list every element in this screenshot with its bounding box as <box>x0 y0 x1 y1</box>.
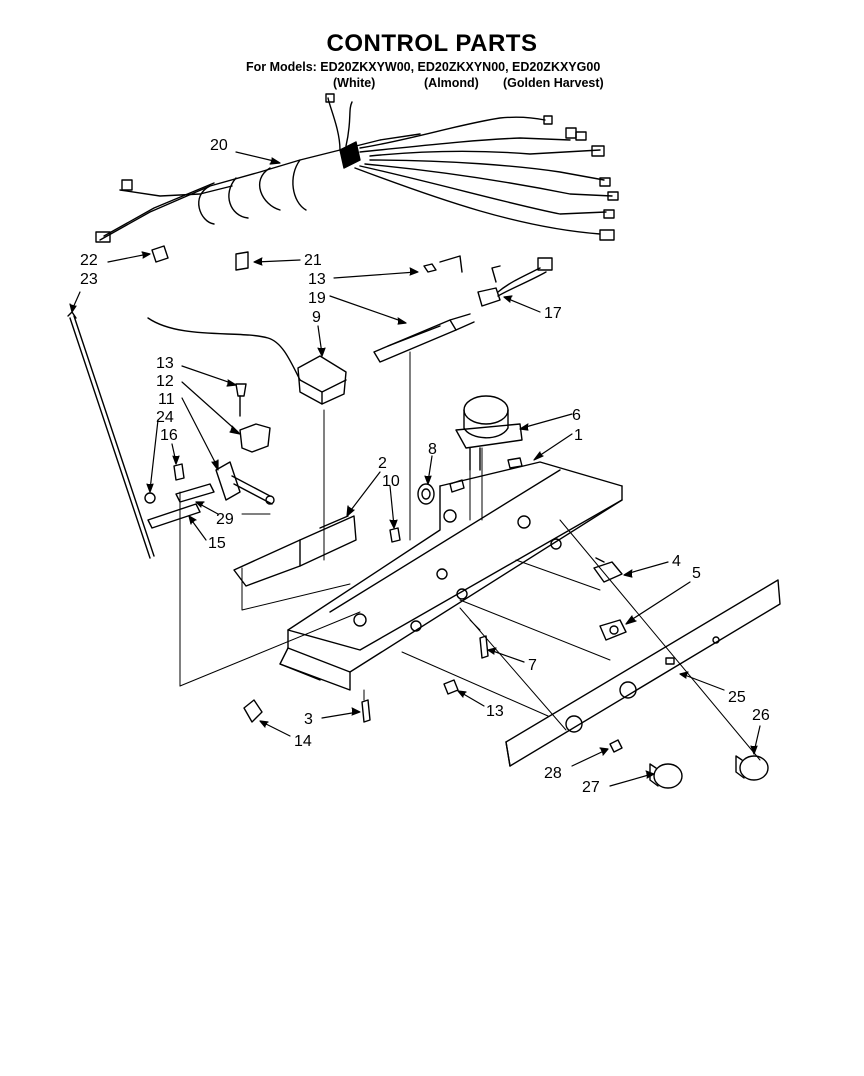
callout-4: 4 <box>672 553 681 570</box>
part-12-bracket <box>235 383 271 453</box>
callout-23: 23 <box>80 271 98 288</box>
part-27-knob <box>649 763 683 789</box>
part-29-link <box>175 483 215 503</box>
part-14-clip <box>243 699 263 723</box>
callout-19: 19 <box>308 290 326 307</box>
part-7-screw <box>479 635 489 659</box>
alignment-lines <box>179 351 761 761</box>
part-2-bracket <box>233 515 357 587</box>
color-golden-harvest: (Golden Harvest) <box>503 76 604 90</box>
callout-13-bottom: 13 <box>486 703 504 720</box>
color-white: (White) <box>333 76 376 90</box>
callout-29: 29 <box>216 511 234 528</box>
part-5-lamp-socket <box>599 619 627 641</box>
part-17-sensor <box>477 257 553 307</box>
part-9-switch <box>147 317 347 405</box>
callout-numbers: 20 22 23 21 13 19 17 9 13 12 11 24 16 29… <box>80 137 770 796</box>
part-13-screw-a <box>423 263 437 273</box>
part-11-shaft <box>215 461 275 505</box>
callout-25: 25 <box>728 689 746 706</box>
callout-17: 17 <box>544 305 562 322</box>
part-22-clip <box>151 245 169 263</box>
callout-2: 2 <box>378 455 387 472</box>
callout-22: 22 <box>80 252 98 269</box>
wiring-harness <box>95 93 619 243</box>
part-13-screw-c <box>443 679 459 695</box>
part-4-switch <box>593 557 623 583</box>
callout-27: 27 <box>582 779 600 796</box>
part-25-front-panel <box>505 579 781 767</box>
callout-13-top: 13 <box>308 271 326 288</box>
callout-5: 5 <box>692 565 701 582</box>
callout-10: 10 <box>382 473 400 490</box>
callout-21: 21 <box>304 252 322 269</box>
part-10-screw <box>389 527 401 543</box>
callout-26: 26 <box>752 707 770 724</box>
part-1-control-housing <box>279 457 623 691</box>
callout-14: 14 <box>294 733 312 750</box>
part-26-knob <box>735 755 769 781</box>
part-21-clip <box>235 251 249 271</box>
part-3-screw <box>361 699 371 723</box>
callout-8: 8 <box>428 441 437 458</box>
callout-3: 3 <box>304 711 313 728</box>
part-24-washer <box>144 492 156 504</box>
part-15-lever <box>147 503 201 529</box>
models-line: For Models: ED20ZKXYW00, ED20ZKXYN00, ED… <box>246 60 601 74</box>
part-6-thermostat <box>455 395 523 471</box>
callout-7: 7 <box>528 657 537 674</box>
callout-15: 15 <box>208 535 226 552</box>
part-28-insert <box>609 739 623 753</box>
callout-20: 20 <box>210 137 228 154</box>
part-19-heater <box>373 313 475 363</box>
leader-lines <box>69 151 761 787</box>
callout-6: 6 <box>572 407 581 424</box>
part-16-screw <box>173 463 185 481</box>
callout-9: 9 <box>312 309 321 326</box>
page-title: CONTROL PARTS <box>326 30 538 57</box>
callout-11: 11 <box>158 391 175 408</box>
callout-13-left: 13 <box>156 355 174 372</box>
callout-24: 24 <box>156 409 174 426</box>
color-almond: (Almond) <box>424 76 479 90</box>
callout-16: 16 <box>160 427 178 444</box>
callout-1: 1 <box>574 427 583 444</box>
callout-12: 12 <box>156 373 174 390</box>
callout-28: 28 <box>544 765 562 782</box>
part-8-knob <box>417 483 435 505</box>
part-23-rod <box>67 311 155 559</box>
